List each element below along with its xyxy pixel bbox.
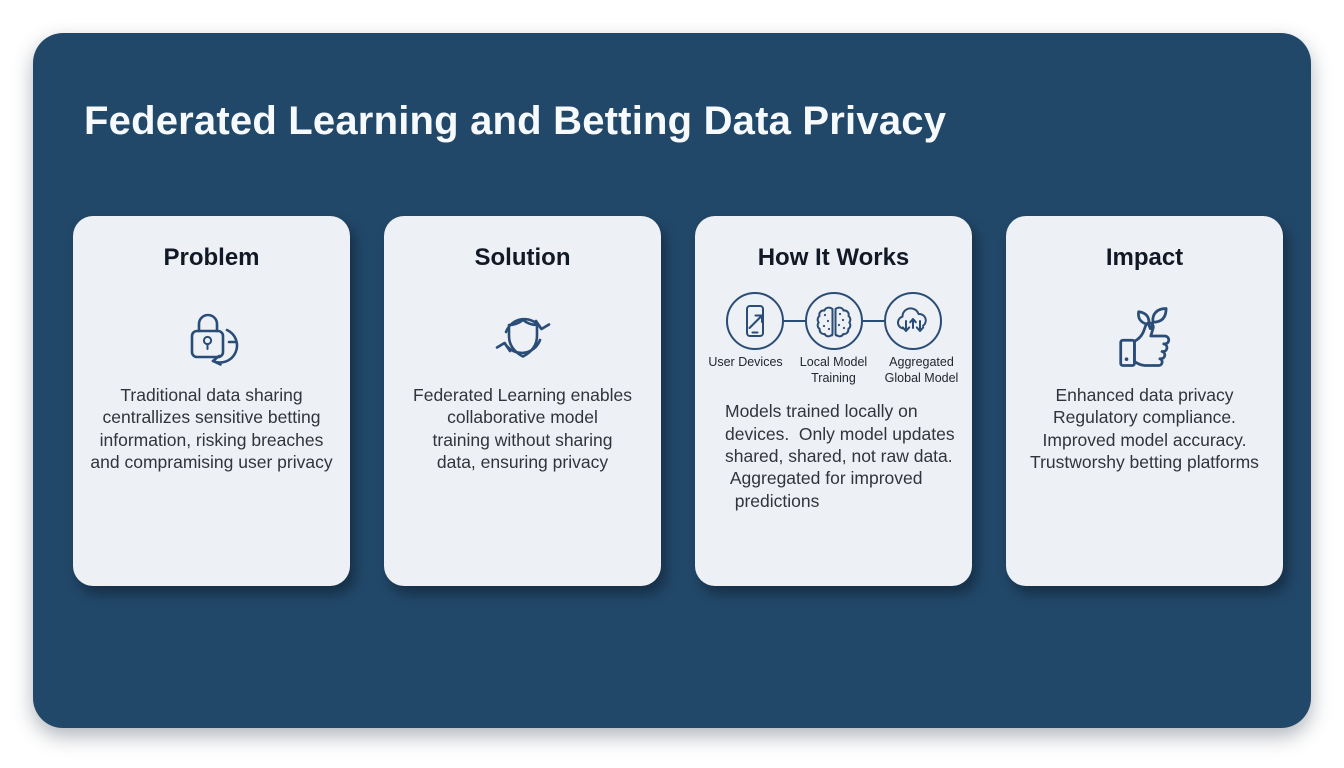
- card-how-it-works-title: How It Works: [757, 244, 910, 271]
- card-solution-body: Federated Learning enables collaborative…: [413, 385, 632, 473]
- thumbs-up-growth-icon: [1107, 294, 1183, 378]
- smartphone-icon: [725, 292, 784, 350]
- card-how-it-works: How It Works: [695, 216, 972, 586]
- card-how-it-works-body: Models trained locally on devices. Only …: [725, 401, 955, 511]
- card-solution: Solution Federated Learning enables coll…: [384, 216, 661, 586]
- cards-row: Problem Traditional data sharing central…: [73, 216, 1283, 586]
- slide-panel: Federated Learning and Betting Data Priv…: [33, 33, 1311, 728]
- card-impact-title: Impact: [1105, 244, 1184, 271]
- shield-sync-icon: [486, 294, 560, 378]
- pipeline-connector: [862, 319, 884, 323]
- card-problem-body: Traditional data sharing centrallizes se…: [90, 385, 333, 473]
- pipeline-connector: [783, 319, 805, 323]
- card-impact: Impact Enhanced data privacy Regulatory …: [1006, 216, 1283, 586]
- cloud-sync-icon: [883, 292, 942, 350]
- card-problem: Problem Traditional data sharing central…: [73, 216, 350, 586]
- card-solution-title: Solution: [474, 244, 571, 271]
- card-impact-body: Enhanced data privacy Regulatory complia…: [1030, 385, 1259, 473]
- brain-icon: [804, 292, 863, 350]
- lock-refresh-icon: [175, 294, 249, 378]
- step-label-user-devices: User Devices: [708, 355, 783, 369]
- card-problem-title: Problem: [163, 244, 260, 271]
- step-label-local-model-training: Local Model Training: [799, 355, 868, 385]
- pipeline-labels: User Devices Local Model Training Aggreg…: [705, 355, 963, 386]
- pipeline: [725, 292, 942, 350]
- page-title: Federated Learning and Betting Data Priv…: [84, 99, 947, 143]
- step-label-aggregated-global-model: Aggregated Global Model: [884, 355, 959, 385]
